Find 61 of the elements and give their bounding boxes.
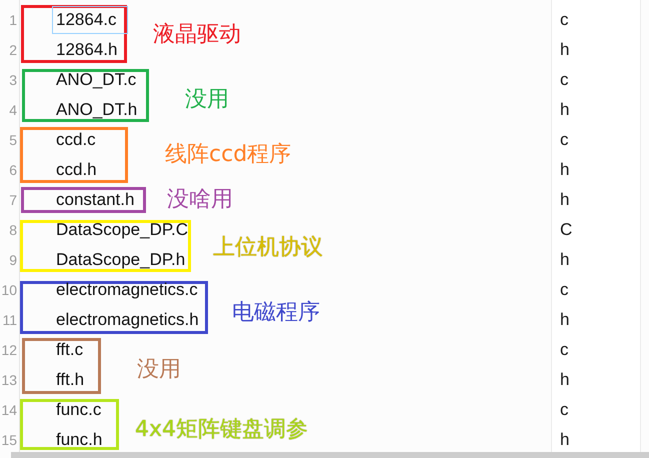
annotation-text: 没啥用: [167, 186, 233, 214]
file-name: DataScope_DP.h: [56, 250, 186, 270]
highlight-frame: [22, 69, 149, 122]
line-number: 12: [1, 341, 17, 360]
annotation-text: 没用: [185, 86, 229, 114]
highlight-frame: [20, 127, 128, 183]
annotation-text: 线阵ccd程序: [165, 141, 292, 169]
annotation-text: 4x4矩阵键盘调参: [135, 416, 308, 444]
file-name: electromagnetics.c: [56, 280, 198, 300]
line-number: 14: [1, 401, 17, 420]
file-name: constant.h: [56, 190, 134, 210]
file-name: func.h: [56, 430, 102, 450]
highlight-frame: [21, 5, 127, 63]
file-type: c: [560, 280, 568, 300]
annotation-text: 液晶驱动: [153, 21, 241, 49]
highlight-frame: [20, 399, 119, 450]
file-type: c: [560, 340, 568, 360]
line-number: 6: [9, 161, 17, 180]
file-name: ccd.c: [56, 130, 96, 150]
file-type: h: [560, 310, 570, 330]
file-name: ANO_DT.c: [56, 70, 136, 90]
file-type: c: [560, 400, 568, 420]
file-type: h: [560, 160, 570, 180]
line-number: 13: [1, 371, 17, 390]
file-name: electromagnetics.h: [56, 310, 199, 330]
file-type: h: [560, 100, 570, 120]
file-type: h: [560, 430, 570, 450]
line-number: 10: [1, 281, 17, 300]
file-type: c: [560, 10, 568, 30]
file-type: h: [560, 40, 570, 60]
line-number: 8: [9, 221, 17, 240]
highlight-frame: [22, 338, 101, 394]
file-name: fft.c: [56, 340, 84, 360]
line-number: 9: [9, 251, 17, 270]
file-name: ANO_DT.h: [56, 100, 138, 120]
line-number: 3: [9, 71, 17, 90]
highlight-frame: [20, 220, 191, 272]
line-number: 2: [9, 41, 17, 60]
annotation-text: 上位机协议: [213, 234, 323, 262]
annotation-text: 电磁程序: [232, 299, 320, 327]
file-type: h: [560, 370, 570, 390]
line-number: 1: [9, 11, 17, 30]
highlight-frame: [20, 281, 208, 334]
rename-field: 12864.c: [52, 6, 128, 34]
file-name: ccd.h: [56, 160, 97, 180]
line-number: 4: [9, 101, 17, 120]
annotation-text: 没用: [137, 356, 181, 384]
line-number: 7: [9, 191, 17, 210]
file-type: h: [560, 250, 570, 270]
highlight-frame: [21, 187, 146, 213]
line-number: 15: [1, 431, 17, 450]
line-number: 11: [2, 311, 17, 330]
file-name: func.c: [56, 400, 102, 420]
file-name: fft.h: [56, 370, 84, 390]
file-name: DataScope_DP.C: [56, 220, 188, 240]
file-type: c: [560, 70, 568, 90]
file-type: h: [560, 190, 570, 210]
line-number: 5: [9, 131, 17, 150]
file-type: c: [560, 130, 568, 150]
file-name: 12864.h: [56, 40, 118, 60]
file-type: C: [560, 220, 572, 240]
